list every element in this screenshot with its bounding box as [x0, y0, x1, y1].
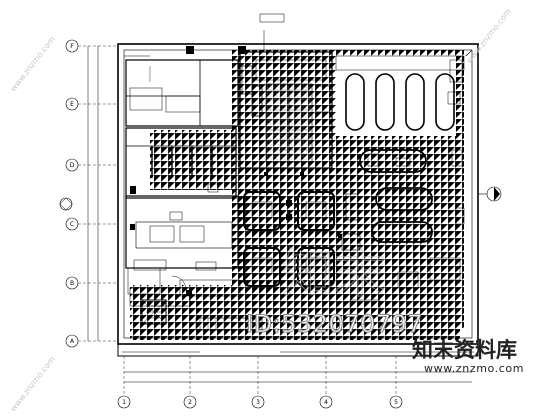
row-label-C: C [70, 221, 74, 228]
col-label-1: 1 [122, 399, 126, 406]
brand-watermark: 知末资料库 [412, 338, 517, 362]
svg-text:www.znzmo.com: www.znzmo.com [8, 35, 57, 94]
col-label-3: 3 [256, 399, 260, 406]
brand-url: www.znzmo.com [424, 362, 525, 375]
id-watermark: ID:532070797 [245, 310, 424, 339]
row-axis-lines [78, 45, 118, 342]
row-label-D: D [70, 162, 75, 169]
central-core [239, 13, 333, 176]
col-axis-lines [123, 356, 472, 396]
col-bubbles: 1 2 3 4 5 [117, 395, 403, 409]
col-label-4: 4 [324, 399, 328, 406]
znzmo-logo-icon: 知末 [281, 244, 386, 305]
row-label-E: E [70, 101, 74, 108]
rooms-upper-left [125, 46, 246, 194]
row-label-F: F [70, 43, 74, 50]
svg-text:知末: 知末 [282, 245, 386, 305]
row-label-A: A [70, 338, 75, 345]
bottom-zone [117, 275, 479, 357]
row-bubbles: F E D C B A [65, 39, 79, 348]
row-label-B: B [70, 280, 74, 287]
booths-middle [243, 191, 342, 287]
section-marker-icon [59, 186, 502, 211]
col-label-2: 2 [188, 399, 192, 406]
rooms-left-block [125, 127, 241, 297]
svg-text:www.znzmo.com: www.znzmo.com [464, 7, 513, 66]
col-label-5: 5 [394, 399, 398, 406]
rooms-right [335, 55, 465, 289]
svg-text:www.znzmo.com: www.znzmo.com [8, 355, 57, 414]
